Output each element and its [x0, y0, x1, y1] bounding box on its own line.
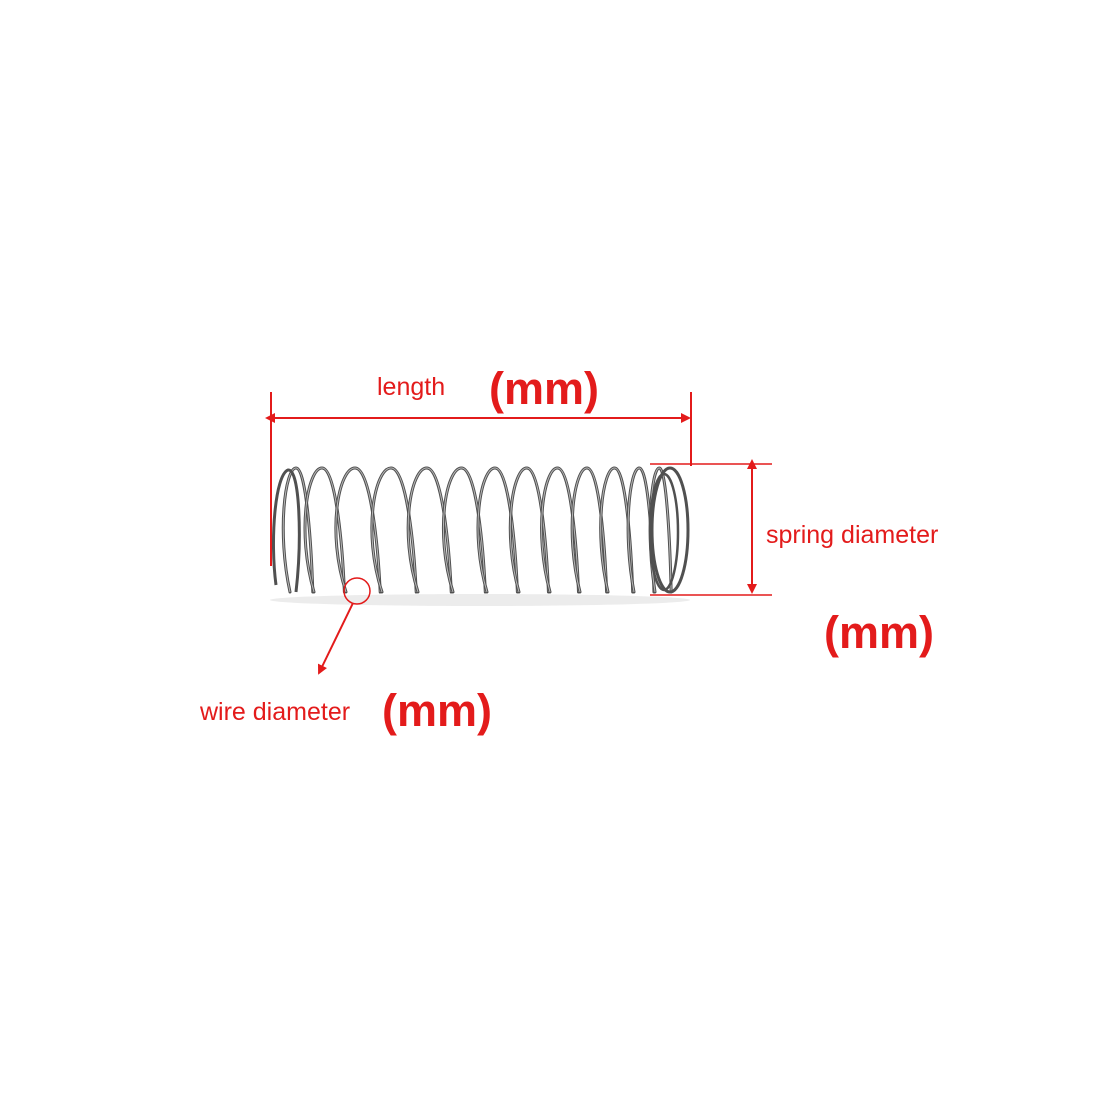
spring-right-end-coil — [650, 466, 690, 594]
spring-coil-highlight — [571, 467, 608, 593]
spring-shadow — [270, 594, 690, 606]
spring-coil-highlight — [477, 467, 518, 593]
spring-right-end-coil-inner — [648, 472, 680, 592]
wire-diameter-unit-label: (mm) — [382, 685, 492, 736]
spring-coil-highlight — [335, 467, 381, 593]
compression-spring — [270, 466, 690, 606]
wire-diameter-label: wire diameter — [200, 698, 351, 726]
spring-coil-highlight — [541, 467, 579, 593]
wire-diameter-leader-arrow — [317, 602, 354, 675]
spring-coil-highlight — [407, 467, 452, 593]
length-unit-label: (mm) — [489, 363, 599, 414]
spring-diameter-label: spring diameter — [766, 521, 939, 549]
spring-coil-highlight — [282, 467, 314, 593]
spring-left-end-coil — [272, 468, 301, 593]
spring-coil-highlight — [304, 467, 345, 593]
spring-coil-highlight — [371, 467, 417, 593]
spring-diameter-unit-label: (mm) — [824, 607, 934, 658]
wire-diameter-marker-circle — [343, 577, 371, 605]
spring-coil-highlight — [509, 467, 549, 593]
spring-coil-highlight — [442, 467, 486, 593]
length-label: length — [377, 373, 446, 401]
spring-coil-highlight — [600, 467, 634, 593]
